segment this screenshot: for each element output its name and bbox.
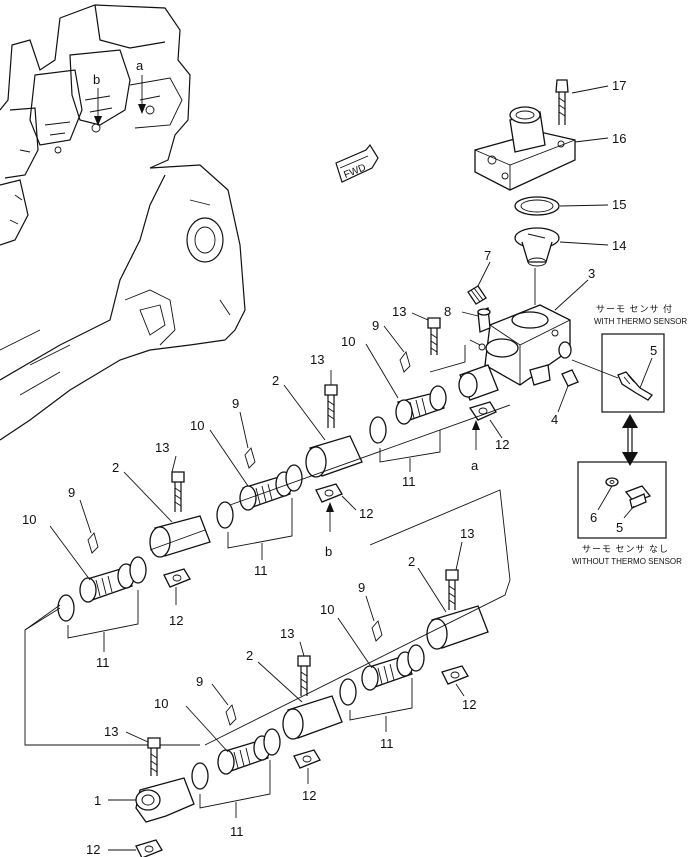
part-16-thermostat-cover xyxy=(474,106,576,191)
callout-10-row1-mid: 10 xyxy=(190,418,204,433)
callout-2-row2-mid: 2 xyxy=(246,648,253,663)
letter-b-engine: b xyxy=(93,72,100,87)
part-5-plug xyxy=(624,485,652,509)
callout-15: 15 xyxy=(612,197,626,212)
fwd-direction-arrow xyxy=(335,143,379,183)
callout-10-row2-right: 10 xyxy=(320,602,334,617)
callout-5-plug: 5 xyxy=(616,520,623,535)
part-7-plug xyxy=(467,285,487,305)
part-6-washer xyxy=(605,477,619,487)
part-10-hose-row1-far xyxy=(57,556,147,622)
with-sensor-jp: サーモ センサ 付 xyxy=(596,304,673,314)
part-8-union xyxy=(477,307,491,333)
callout-12-a: 12 xyxy=(495,437,509,452)
callout-12-row1-left: 12 xyxy=(169,613,183,628)
callout-13-row2-right: 13 xyxy=(460,526,474,541)
part-10-hose-row2-left xyxy=(191,728,281,790)
callout-9-row2-left: 9 xyxy=(196,674,203,689)
callout-2-row1-left: 2 xyxy=(112,460,119,475)
callout-11-row1-mid: 11 xyxy=(254,563,268,578)
callout-10-row1-right: 10 xyxy=(341,334,355,349)
callout-5-sensor: 5 xyxy=(650,343,657,358)
part-14-thermostat xyxy=(514,227,560,267)
callout-12-bottom: 12 xyxy=(86,842,100,857)
callout-6: 6 xyxy=(590,510,597,525)
part-2-pipe-row1-right xyxy=(305,435,363,478)
without-sensor-box xyxy=(577,461,667,539)
with-sensor-box xyxy=(601,333,665,413)
letter-b-connector: b xyxy=(325,544,332,559)
callout-3: 3 xyxy=(588,266,595,281)
callout-11-row2-left: 11 xyxy=(230,824,244,839)
part-10-hose-row1-right xyxy=(369,385,447,444)
callout-17: 17 xyxy=(612,78,626,93)
callout-2-row1-right: 2 xyxy=(272,373,279,388)
callout-12-b: 12 xyxy=(359,506,373,521)
part-12-gasket-bottom xyxy=(135,839,163,857)
callout-10-row2-left: 10 xyxy=(154,696,168,711)
callout-1: 1 xyxy=(94,793,101,808)
callout-12-row2-right: 12 xyxy=(462,697,476,712)
letter-a-engine: a xyxy=(136,58,144,73)
with-sensor-en: WITH THERMO SENSOR xyxy=(594,317,687,326)
part-10-hose-row2-right xyxy=(339,644,425,706)
part-2-pipe-row2-mid xyxy=(282,695,343,740)
part-2-pipe-row2-right xyxy=(426,605,489,650)
letter-a-connector: a xyxy=(471,458,479,473)
callout-13-row1-right: 13 xyxy=(310,352,324,367)
part-12-gasket-row2-right xyxy=(441,665,469,685)
part-13-bolt-housing xyxy=(427,317,441,355)
callout-16: 16 xyxy=(612,131,626,146)
part-1-elbow xyxy=(135,777,195,823)
callout-11-row1-right: 11 xyxy=(402,474,416,489)
part-13-bolt-row2-left xyxy=(147,737,161,776)
part-13-bolt-row2-right xyxy=(445,569,459,610)
callout-11-row2-right: 11 xyxy=(380,736,394,751)
part-10-hose-row1-mid xyxy=(216,464,303,529)
part-5-thermo-sensor xyxy=(617,371,653,401)
callout-13-row1-left: 13 xyxy=(155,440,169,455)
part-12-gasket-b xyxy=(315,483,343,503)
callout-13-row2-left: 13 xyxy=(104,724,118,739)
callout-14: 14 xyxy=(612,238,626,253)
part-12-gasket-row1-left xyxy=(163,568,191,588)
callout-2-row2-right: 2 xyxy=(408,554,415,569)
callout-7: 7 xyxy=(484,248,491,263)
part-17-bolt xyxy=(555,79,569,125)
part-4-plug xyxy=(561,369,579,387)
without-sensor-jp: サーモ センサ なし xyxy=(582,544,669,554)
callout-12-row2-mid: 12 xyxy=(302,788,316,803)
double-arrow xyxy=(622,414,638,466)
engine-block-illustration xyxy=(0,4,246,441)
part-13-bolt-row1-right xyxy=(324,384,338,428)
callout-9-row1-far: 9 xyxy=(68,485,75,500)
part-12-gasket-row2-mid xyxy=(293,749,321,769)
callout-9-row1-mid: 9 xyxy=(232,396,239,411)
callout-9-row1-right: 9 xyxy=(372,318,379,333)
callout-13-housing: 13 xyxy=(392,304,406,319)
without-sensor-en: WITHOUT THERMO SENSOR xyxy=(572,557,682,566)
part-12-gasket-a xyxy=(468,401,497,421)
callout-13-row2-mid: 13 xyxy=(280,626,294,641)
callout-10-row1-far: 10 xyxy=(22,512,36,527)
part-15-gasket-ring xyxy=(514,196,560,216)
callout-11-row1-far: 11 xyxy=(96,655,110,670)
part-2-pipe-row1-left xyxy=(149,515,211,558)
part-3-thermostat-housing xyxy=(458,304,572,401)
part-13-bolt-row1-left xyxy=(171,471,185,512)
callout-4: 4 xyxy=(551,412,558,427)
callout-8: 8 xyxy=(444,304,451,319)
part-13-bolt-row2-mid xyxy=(297,655,311,696)
callout-9-row2-right: 9 xyxy=(358,580,365,595)
